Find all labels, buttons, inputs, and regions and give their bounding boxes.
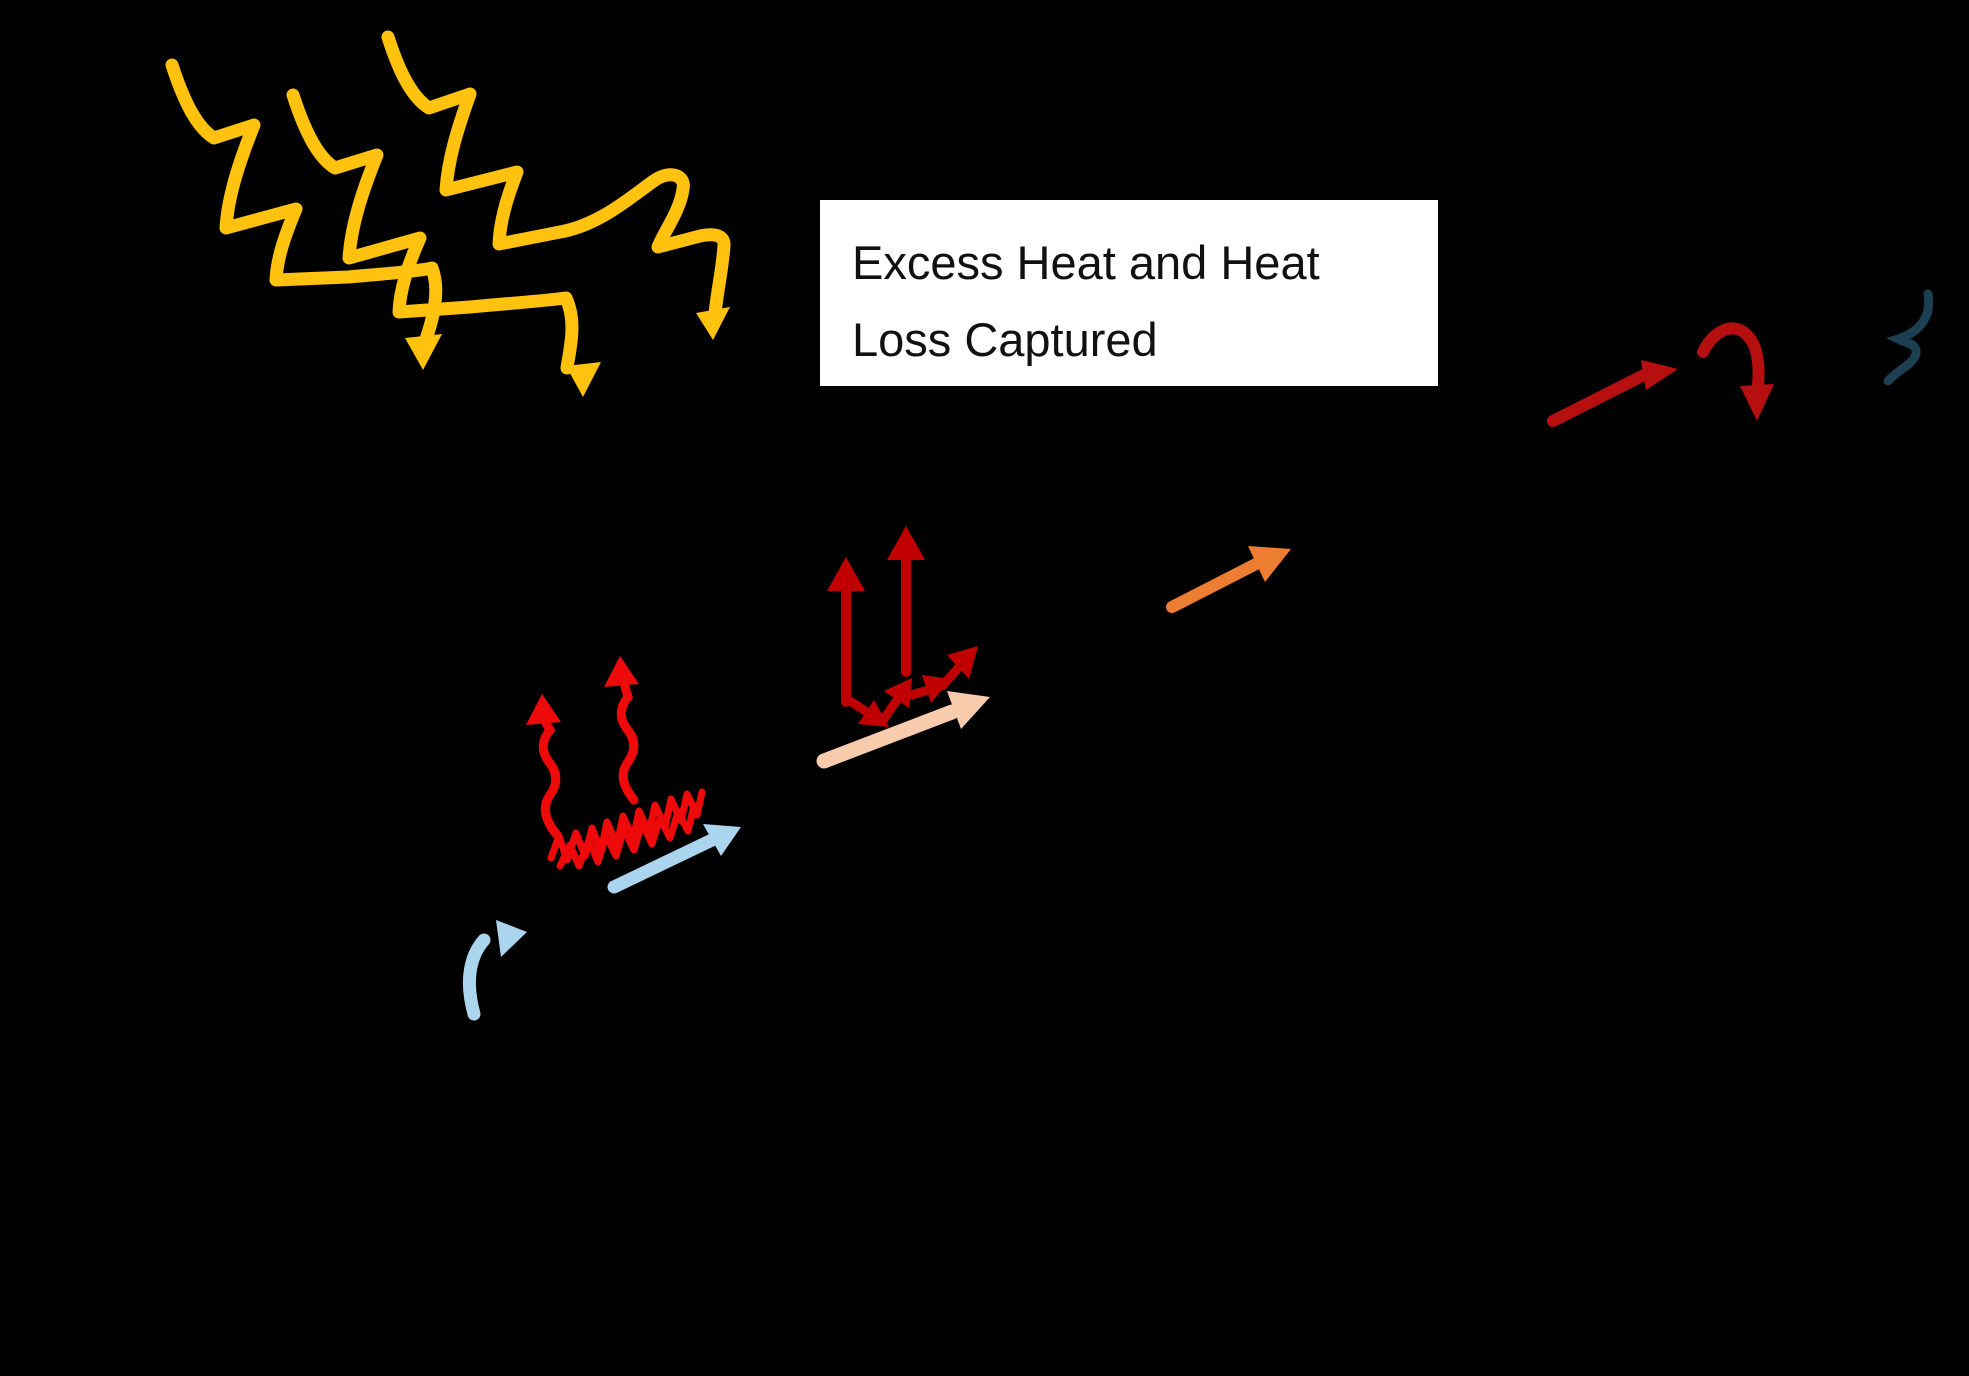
arrowhead <box>1740 384 1774 421</box>
airflow-arrow-blue <box>607 824 741 894</box>
hot-air-arrow-orange <box>1166 546 1291 613</box>
arrowhead <box>496 920 527 957</box>
zigzag-chain-arrow <box>937 646 978 691</box>
callout-excess-heat: Excess Heat and Heat Loss Captured <box>820 200 1438 386</box>
wavy-heat-arrow <box>604 656 639 805</box>
zigzag-chain-arrow <box>879 678 912 724</box>
sun-ray-zigzag-arrow <box>381 30 731 340</box>
arrowhead <box>604 656 639 687</box>
arrowhead <box>696 307 730 340</box>
arrowhead <box>947 691 990 729</box>
warm-air-arrow-peach <box>816 691 990 769</box>
wavy-heat-arrow <box>526 694 562 840</box>
exhaust-curved-arrow-dark-red <box>1697 322 1774 421</box>
heat-loss-up-arrows <box>827 526 925 707</box>
callout-text-line2: Loss Captured <box>852 313 1158 366</box>
heat-loss-up-arrow <box>887 526 925 677</box>
cool-air-inlet-curved-arrow <box>462 920 527 1021</box>
arrowhead <box>887 526 925 560</box>
arrowhead <box>405 334 442 370</box>
arrowhead <box>1248 546 1291 582</box>
arrowhead <box>947 646 978 679</box>
exhaust-arrows-dark-red <box>1547 322 1774 427</box>
arrowhead <box>1641 360 1678 390</box>
sun-rays-icon <box>165 30 731 397</box>
sun-ray-zigzag-arrow <box>165 58 443 370</box>
radiant-heat-wavy-arrows <box>526 656 639 840</box>
absorber-scribble <box>547 788 706 870</box>
heat-transfer-zigzag-arrows <box>842 646 978 727</box>
heat-loss-up-arrow <box>827 557 865 707</box>
sun-ray-zigzag-arrow <box>286 88 601 397</box>
arrowhead <box>703 824 741 856</box>
arrowhead <box>526 694 561 725</box>
arrowhead <box>827 557 865 591</box>
exhaust-arrow-dark-red <box>1547 360 1678 427</box>
air-squiggle-icon <box>1883 289 1934 386</box>
callout-text-line1: Excess Heat and Heat <box>852 236 1320 289</box>
arrowhead <box>566 362 601 397</box>
airflow-arrows-blue <box>462 824 741 1021</box>
arrowhead <box>884 678 912 708</box>
